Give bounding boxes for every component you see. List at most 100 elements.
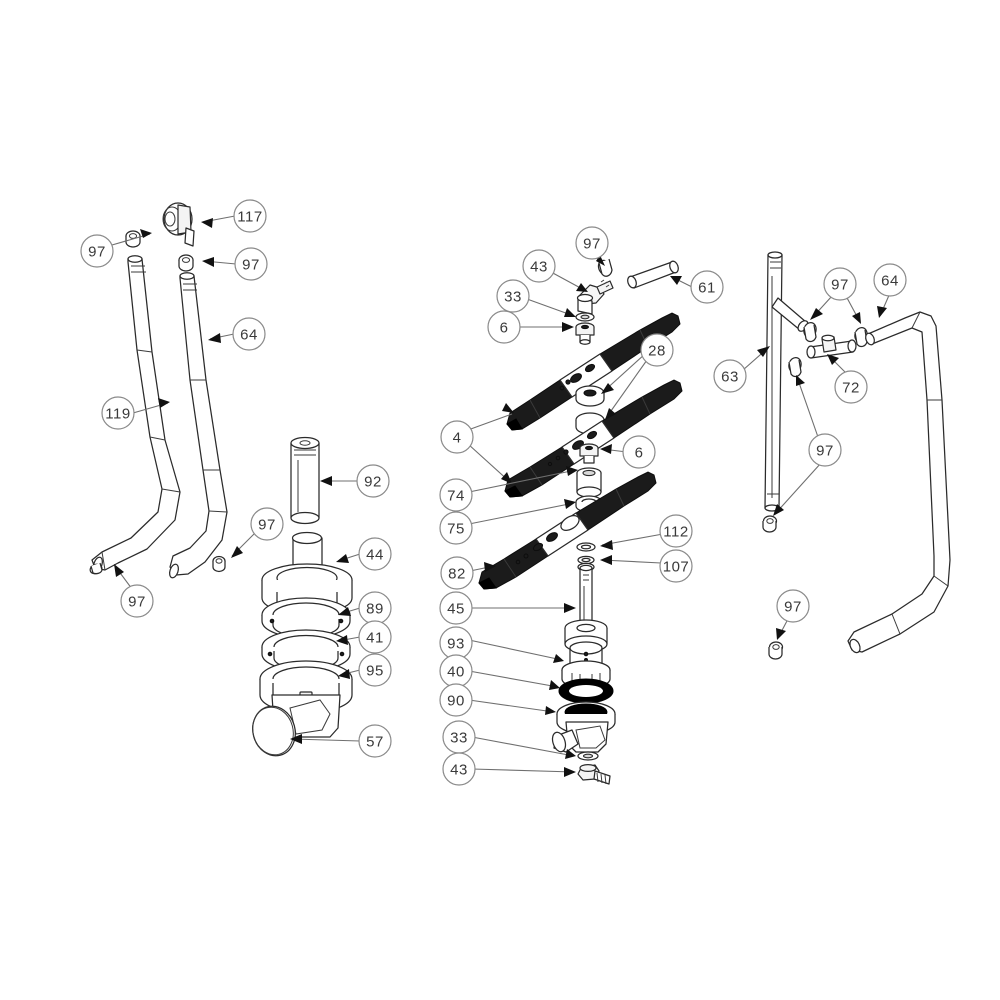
part-40-o-ring-seal: [558, 678, 614, 704]
callout-label: 97: [831, 277, 849, 294]
callout-ring: [234, 247, 268, 281]
callout-57[interactable]: 57: [358, 724, 392, 758]
callout-ring: [358, 724, 392, 758]
part-45-center-shaft-tube: [579, 564, 593, 629]
callout-63[interactable]: 63: [713, 359, 747, 393]
part-92-cylindrical-sleeve: [290, 436, 320, 525]
callout-label: 33: [450, 730, 468, 747]
callout-ring: [440, 420, 474, 454]
callout-119[interactable]: 119: [101, 396, 135, 430]
callout-93[interactable]: 93: [439, 626, 473, 660]
callout-label: 6: [500, 320, 509, 337]
part-97-clamp-ring-d: [212, 555, 226, 573]
part-64-bent-manifold-pipe: [847, 311, 951, 654]
callout-6[interactable]: 6: [622, 435, 656, 469]
part-63-vertical-riser-pipe: [764, 251, 783, 512]
part-61-short-pipe: [627, 260, 679, 289]
callout-4[interactable]: 4: [440, 420, 474, 454]
callout-ring: [823, 267, 857, 301]
callout-97[interactable]: 97: [575, 226, 609, 260]
callout-33[interactable]: 33: [496, 279, 530, 313]
callout-label: 82: [448, 566, 466, 583]
part-97-clamp-ring-i: [762, 515, 778, 533]
callout-97[interactable]: 97: [250, 507, 284, 541]
callout-ring: [80, 234, 114, 268]
center-assembly-group: [478, 258, 683, 785]
callout-40[interactable]: 40: [439, 654, 473, 688]
callout-ring: [120, 584, 154, 618]
callout-ring: [834, 370, 868, 404]
callout-44[interactable]: 44: [358, 537, 392, 571]
part-lower-valve-body: [551, 721, 609, 753]
callout-label: 95: [366, 663, 384, 680]
callout-label: 6: [635, 445, 644, 462]
callout-ring: [356, 464, 390, 498]
part-43-bolt-fitting: [577, 763, 611, 785]
callout-97[interactable]: 97: [80, 234, 114, 268]
part-72-tee-fitting: [806, 334, 857, 359]
callout-41[interactable]: 41: [358, 620, 392, 654]
callout-ring: [622, 435, 656, 469]
callout-ring: [101, 396, 135, 430]
callout-label: 97: [784, 599, 802, 616]
callout-33[interactable]: 33: [442, 720, 476, 754]
callout-ring: [776, 589, 810, 623]
callout-label: 97: [816, 443, 834, 460]
callout-label: 40: [447, 664, 465, 681]
callout-ring: [713, 359, 747, 393]
callout-ring: [659, 514, 693, 548]
callout-label: 41: [366, 630, 384, 647]
part-74-spacer-sleeve: [576, 467, 602, 498]
callout-label: 117: [237, 209, 262, 226]
callout-61[interactable]: 61: [690, 270, 724, 304]
callout-97[interactable]: 97: [823, 267, 857, 301]
callout-43[interactable]: 43: [522, 249, 556, 283]
callout-82[interactable]: 82: [440, 556, 474, 590]
callout-label: 90: [447, 693, 465, 710]
callout-label: 97: [128, 594, 146, 611]
callout-label: 97: [583, 236, 601, 253]
callout-ring: [358, 620, 392, 654]
part-4-middle-spray-arm: [504, 379, 683, 498]
callout-ring: [250, 507, 284, 541]
part-97-clamp-ring-j: [768, 641, 784, 660]
callout-ring: [522, 249, 556, 283]
callout-28[interactable]: 28: [640, 333, 674, 367]
callout-97[interactable]: 97: [120, 584, 154, 618]
callout-75[interactable]: 75: [439, 511, 473, 545]
left-assembly-group: [89, 202, 353, 757]
callout-89[interactable]: 89: [358, 591, 392, 625]
callout-64[interactable]: 64: [232, 317, 266, 351]
callout-ring: [442, 752, 476, 786]
callout-97[interactable]: 97: [776, 589, 810, 623]
callout-6[interactable]: 6: [487, 310, 521, 344]
callout-112[interactable]: 112: [659, 514, 693, 548]
callout-45[interactable]: 45: [439, 591, 473, 625]
callout-label: 75: [447, 521, 465, 538]
callout-64[interactable]: 64: [873, 263, 907, 297]
callout-43[interactable]: 43: [442, 752, 476, 786]
callout-label: 43: [530, 259, 548, 276]
callout-72[interactable]: 72: [834, 370, 868, 404]
callout-74[interactable]: 74: [439, 478, 473, 512]
callout-ring: [232, 317, 266, 351]
callout-97[interactable]: 97: [808, 433, 842, 467]
callout-95[interactable]: 95: [358, 653, 392, 687]
callout-117[interactable]: 117: [233, 199, 267, 233]
callout-ring: [659, 549, 693, 583]
callout-107[interactable]: 107: [659, 549, 693, 583]
callout-92[interactable]: 92: [356, 464, 390, 498]
callout-ring: [487, 310, 521, 344]
callout-label: 74: [447, 488, 465, 505]
callout-bubbles-layer: 9711797641199297974489419557974361336284…: [80, 199, 907, 786]
callout-ring: [496, 279, 530, 313]
callout-ring: [808, 433, 842, 467]
callout-ring: [640, 333, 674, 367]
callout-90[interactable]: 90: [439, 683, 473, 717]
part-97-clamp-ring-c: [89, 562, 103, 575]
part-112-retaining-ring: [576, 542, 596, 552]
part-33-flat-washer-a: [575, 312, 595, 322]
callout-97[interactable]: 97: [234, 247, 268, 281]
callout-label: 64: [881, 273, 899, 290]
